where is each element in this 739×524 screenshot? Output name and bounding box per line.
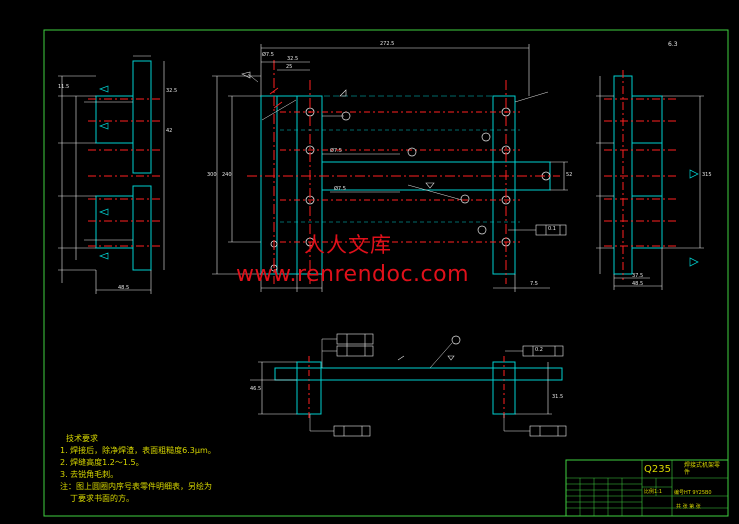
tech-req-line-3: 3. 去锐角毛刺。 bbox=[60, 470, 119, 479]
dim-left-32: 32.5 bbox=[287, 56, 299, 62]
left-side-view bbox=[58, 55, 165, 294]
title-block-ratio: 比例1:1 bbox=[644, 489, 663, 495]
drawing-border bbox=[43, 29, 729, 517]
watermark-cn: 人人文库 bbox=[304, 233, 392, 257]
dim-phi-3: Ø7.5 bbox=[262, 52, 274, 58]
dim-height-300: 300 bbox=[207, 172, 217, 178]
gdt-tol-1: 0.1 bbox=[548, 226, 556, 232]
title-block-sheet: 共 张 第 张 bbox=[676, 504, 701, 510]
dim-right-315: 315 bbox=[702, 172, 712, 178]
dim-phi-1: Ø7.5 bbox=[330, 148, 342, 154]
tech-req-line-5: 丁要求书面的方。 bbox=[70, 494, 134, 503]
roughness-mark: 6.3 bbox=[668, 41, 678, 48]
title-block-name: 焊接式机架零件 bbox=[684, 462, 721, 476]
tech-req-line-2: 2. 焊缝高度1.2～1.5。 bbox=[60, 458, 144, 467]
technical-requirements: 技术要求 1. 焊接后，除净焊渣，表面粗糙度6.3μm。 2. 焊缝高度1.2～… bbox=[60, 433, 216, 505]
top-view bbox=[250, 333, 567, 437]
tech-req-title: 技术要求 bbox=[66, 434, 98, 443]
title-block bbox=[565, 459, 729, 517]
watermark-url: www.renrendoc.com bbox=[236, 262, 470, 287]
dim-top-315: 31.5 bbox=[552, 394, 564, 400]
right-side-view bbox=[596, 70, 704, 290]
dim-left-25: 25 bbox=[286, 64, 293, 70]
gdt-tol-2: 0.2 bbox=[535, 347, 543, 353]
dim-height-240: 240 bbox=[222, 172, 232, 178]
dim-top-465: 46.5 bbox=[250, 386, 262, 392]
dim-right-485: 48.5 bbox=[632, 281, 644, 287]
dim-left-42: 42 bbox=[166, 128, 173, 134]
dim-left-115: 11.5 bbox=[58, 84, 70, 90]
front-view bbox=[212, 44, 568, 292]
title-block-code: 编号HT 9Y25B0 bbox=[674, 490, 712, 496]
dim-crossbar: 52 bbox=[566, 172, 573, 178]
dim-bottom-485: 48.5 bbox=[118, 285, 130, 291]
dim-overall-width: 272.5 bbox=[380, 41, 395, 47]
dim-phi-2: Ø7.5 bbox=[334, 186, 346, 192]
tech-req-line-1: 1. 焊接后，除净焊渣，表面粗糙度6.3μm。 bbox=[60, 446, 216, 455]
tech-req-line-4: 注：图上圆圈内序号表零件明细表，另绘为 bbox=[60, 482, 212, 491]
dim-left-325: 32.5 bbox=[166, 88, 178, 94]
dim-right-375: 37.5 bbox=[632, 273, 644, 279]
dim-bottom-75: 7.5 bbox=[530, 281, 538, 287]
title-block-material: Q235 bbox=[644, 464, 671, 475]
